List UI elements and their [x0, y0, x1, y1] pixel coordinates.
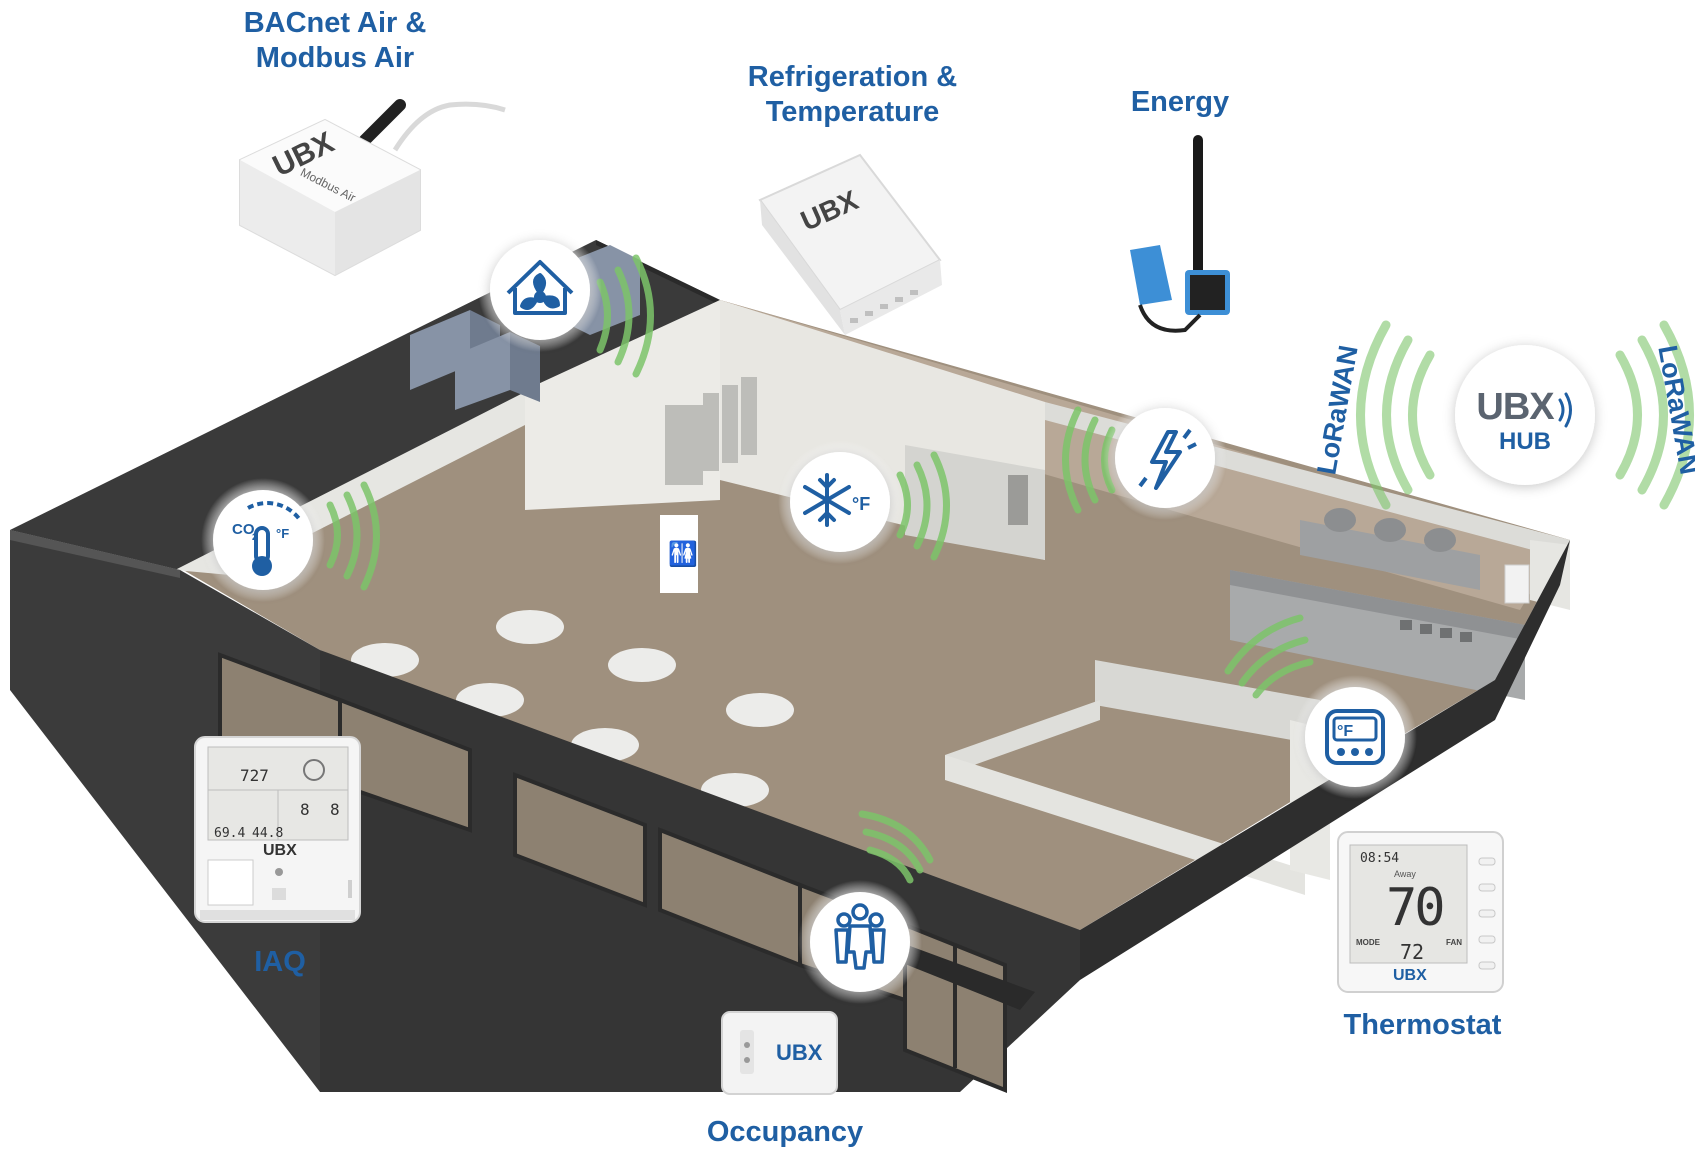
hub-sub: HUB — [1499, 428, 1551, 455]
label-refrigeration: Refrigeration & Temperature — [720, 60, 985, 131]
thermostat-badge[interactable]: °F — [1293, 675, 1417, 799]
refrigeration-device — [758, 153, 942, 335]
label-thermostat: Thermostat — [1343, 1009, 1502, 1041]
thermostat-current: 72 — [1400, 940, 1425, 964]
house-fan-icon — [506, 260, 574, 315]
thermostat-device — [1337, 831, 1504, 993]
iaq-pm25-value: 8 — [300, 800, 310, 819]
thermostat-fan-label: FAN — [1446, 938, 1462, 947]
ubx-hub[interactable] — [1455, 345, 1595, 485]
label-refrigeration-line2: Temperature — [765, 96, 940, 129]
iaq-humidity-value: 44.8 — [252, 826, 284, 841]
fahrenheit-label: °F — [852, 494, 870, 514]
thermostat-mode-label: MODE — [1356, 938, 1380, 947]
thermostat-status: Away — [1394, 869, 1416, 879]
svg-text:°F: °F — [1337, 723, 1353, 740]
label-bacnet-modbus: BACnet Air & Modbus Air — [230, 6, 440, 77]
label-occupancy: Occupancy — [706, 1116, 864, 1148]
thermostat-setpoint: 70 — [1386, 878, 1446, 938]
label-refrigeration-line1: Refrigeration & — [747, 61, 958, 93]
occupancy-device — [721, 1011, 838, 1095]
svg-text:CO: CO — [232, 521, 255, 538]
svg-text:2: 2 — [252, 532, 257, 542]
energy-device — [1130, 135, 1230, 333]
label-iaq: IAQ — [254, 946, 306, 978]
svg-text:°F: °F — [276, 526, 289, 541]
snowflake-icon — [803, 473, 851, 527]
iaq-device — [194, 736, 361, 923]
hvac-badge[interactable] — [478, 228, 602, 352]
hub-brand: UBX — [1476, 386, 1554, 428]
hub-wave-icon — [1558, 392, 1572, 428]
iaq-badge[interactable]: CO 2 °F — [201, 478, 325, 602]
iaq-temp-value: 69.4 — [214, 826, 246, 841]
refrigeration-badge[interactable]: °F — [778, 440, 902, 564]
iaq-co2-value: 727 — [240, 766, 269, 785]
svg-text:🚻: 🚻 — [668, 540, 698, 568]
lightning-icon — [1138, 428, 1197, 490]
iaq-brand-text: UBX — [263, 842, 297, 859]
co2-thermometer-icon: CO 2 °F — [232, 501, 302, 576]
thermostat-brand-text: UBX — [1393, 967, 1427, 984]
label-bacnet-line1: BACnet Air & — [243, 7, 427, 39]
energy-badge[interactable] — [1103, 396, 1227, 520]
occupancy-brand-text: UBX — [776, 1040, 823, 1065]
label-bacnet-line2: Modbus Air — [255, 42, 415, 75]
people-icon — [834, 903, 886, 970]
thermostat-icon: °F — [1325, 709, 1385, 765]
iaq-pm10-value: 8 — [330, 800, 340, 819]
modbus-air-device — [239, 99, 506, 277]
thermostat-time: 08:54 — [1360, 851, 1400, 866]
occupancy-badge[interactable] — [798, 880, 922, 1004]
label-energy: Energy — [1130, 86, 1230, 118]
